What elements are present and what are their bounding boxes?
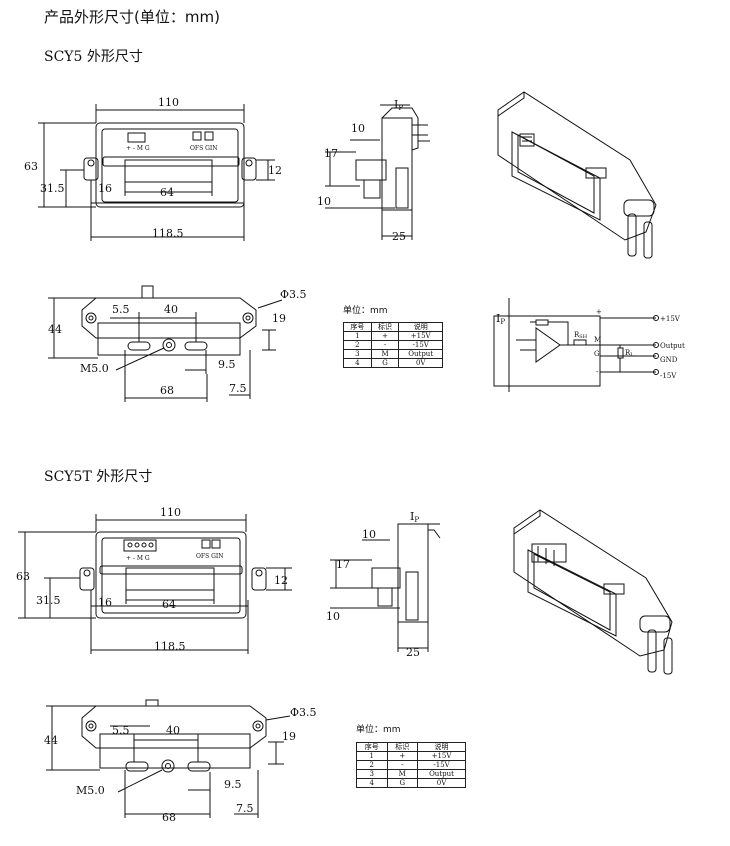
circuit-gnd: GND: [660, 356, 678, 364]
dim-19-t: 19: [282, 730, 296, 743]
dim-10-bottom: 10: [317, 195, 331, 208]
circuit-rsh: RSH: [574, 331, 588, 340]
dim-16-t: 16: [98, 596, 112, 609]
dim-7-5-t: 7.5: [236, 802, 254, 815]
dim-64-t: 64: [162, 598, 176, 611]
side-ip-t: IP: [410, 510, 419, 524]
dim-12: 12: [268, 164, 282, 177]
dim-63-t: 63: [16, 570, 30, 583]
section-title-scy5t: SCY5T 外形尺寸: [44, 469, 153, 485]
section-title-scy5: SCY5 外形尺寸: [44, 49, 143, 65]
page-title: 产品外形尺寸(单位：mm): [44, 8, 220, 26]
circuit-ip: IP: [496, 312, 505, 326]
ofs-gin-label-t: OFS GIN: [196, 553, 224, 560]
dim-68: 68: [160, 384, 174, 397]
dim-40: 40: [164, 303, 178, 316]
dim-10-top-t: 10: [362, 528, 376, 541]
scy5-drawings: 110 63 31.5 16 64 12 118.5 10 17 10 25 4…: [24, 91, 685, 402]
dim-m5-t: M5.0: [76, 784, 105, 797]
circuit-minus: -: [596, 368, 599, 376]
dim-68-t: 68: [162, 811, 176, 824]
dim-25: 25: [392, 230, 406, 243]
dim-118-5: 118.5: [152, 227, 184, 240]
dim-17-t: 17: [336, 558, 350, 571]
dim-9-5: 9.5: [218, 358, 236, 371]
dim-64: 64: [160, 186, 174, 199]
dim-63: 63: [24, 160, 38, 173]
pins-label: + - M G: [126, 145, 150, 152]
dim-5-5: 5.5: [112, 303, 130, 316]
circuit-rl: RL: [625, 349, 634, 358]
circuit-m15: -15V: [660, 372, 677, 380]
pins-label-t: + - M G: [126, 555, 150, 562]
dim-25-t: 25: [406, 646, 420, 659]
dim-16: 16: [98, 182, 112, 195]
dim-31-5: 31.5: [40, 182, 65, 195]
side-ip: IP: [394, 98, 403, 112]
circuit-m: M: [594, 336, 601, 344]
unit-label-1: 单位：mm: [343, 306, 388, 316]
dim-phi-t: Φ3.5: [290, 706, 317, 719]
circuit-p15: +15V: [660, 315, 681, 323]
unit-label-2: 单位：mm: [356, 725, 401, 735]
dim-44-t: 44: [44, 734, 58, 747]
dim-44: 44: [48, 323, 62, 336]
dim-12-t: 12: [274, 574, 288, 587]
dim-10-top: 10: [351, 122, 365, 135]
circuit-plus: +: [596, 308, 602, 316]
dim-phi: Φ3.5: [280, 288, 307, 301]
dim-10-bottom-t: 10: [326, 610, 340, 623]
dim-40-t: 40: [166, 724, 180, 737]
circuit-output: Output: [660, 342, 685, 350]
dim-31-5-t: 31.5: [36, 594, 61, 607]
dim-110-t: 110: [160, 506, 181, 519]
dim-7-5: 7.5: [229, 382, 247, 395]
dim-17: 17: [324, 147, 338, 160]
dim-9-5-t: 9.5: [224, 778, 242, 791]
dim-110: 110: [158, 96, 179, 109]
dim-5-5-t: 5.5: [112, 724, 130, 737]
circuit-g: G: [594, 350, 600, 358]
dim-19: 19: [272, 312, 286, 325]
dim-118-5-t: 118.5: [154, 640, 186, 653]
ofs-gin-label: OFS GIN: [190, 145, 218, 152]
scy5t-drawings: 110 63 31.5 16 64 12 118.5 10 17 10 25 4…: [16, 506, 673, 824]
dim-m5: M5.0: [80, 362, 109, 375]
